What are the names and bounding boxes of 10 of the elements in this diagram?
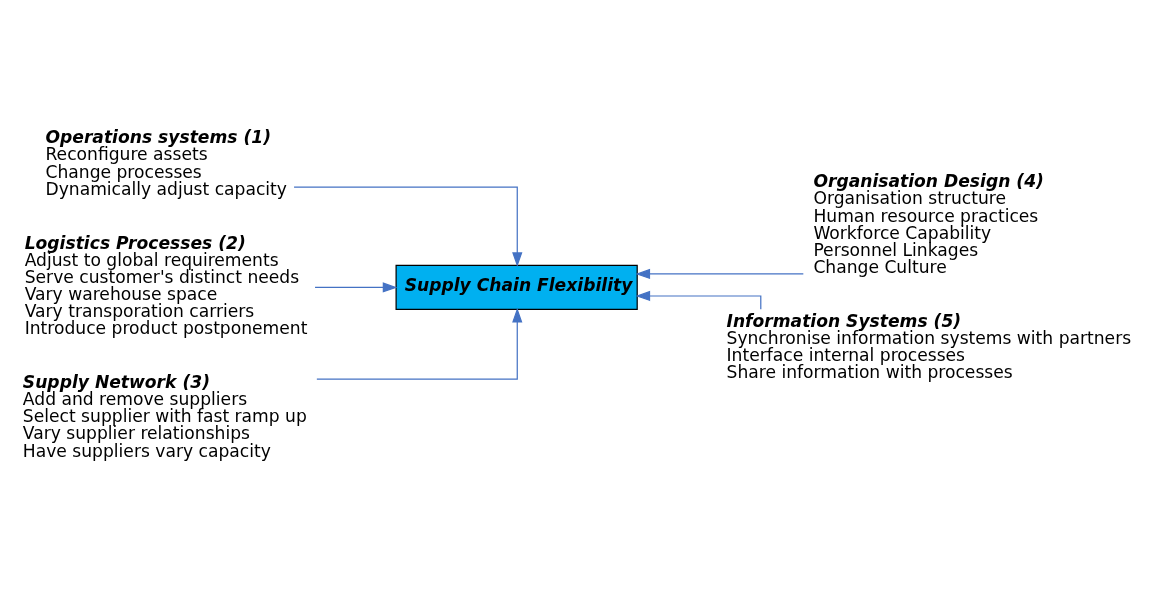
arrow bbox=[316, 307, 523, 380]
node-text: Logistics Processes (2) Adjust to global requirements Serve customer's distinct needs Vary warehouse space Vary transporation carriers Introduce product postponement bbox=[24, 232, 308, 339]
node-text: Organisation Design (4) Organisation structure Human resource practices Workforce Capability Personnel Linkages Change Culture bbox=[813, 171, 1044, 277]
arrow bbox=[635, 268, 804, 280]
arrow bbox=[314, 282, 398, 293]
node-text: Information Systems (5) Synchronise information systems with partners Interface internal processes Share information with processes bbox=[726, 310, 1132, 383]
node-text: Supply Network (3) Add and remove suppliers Select supplier with fast ramp up Vary supplier relationships Have suppliers vary capacity bbox=[22, 372, 307, 461]
node-text: Operations systems (1) Reconfigure assets Change processes Dynamically adjust capacity bbox=[45, 127, 287, 199]
arrow bbox=[293, 186, 523, 267]
node-box: Supply Chain Flexibility bbox=[395, 264, 638, 311]
